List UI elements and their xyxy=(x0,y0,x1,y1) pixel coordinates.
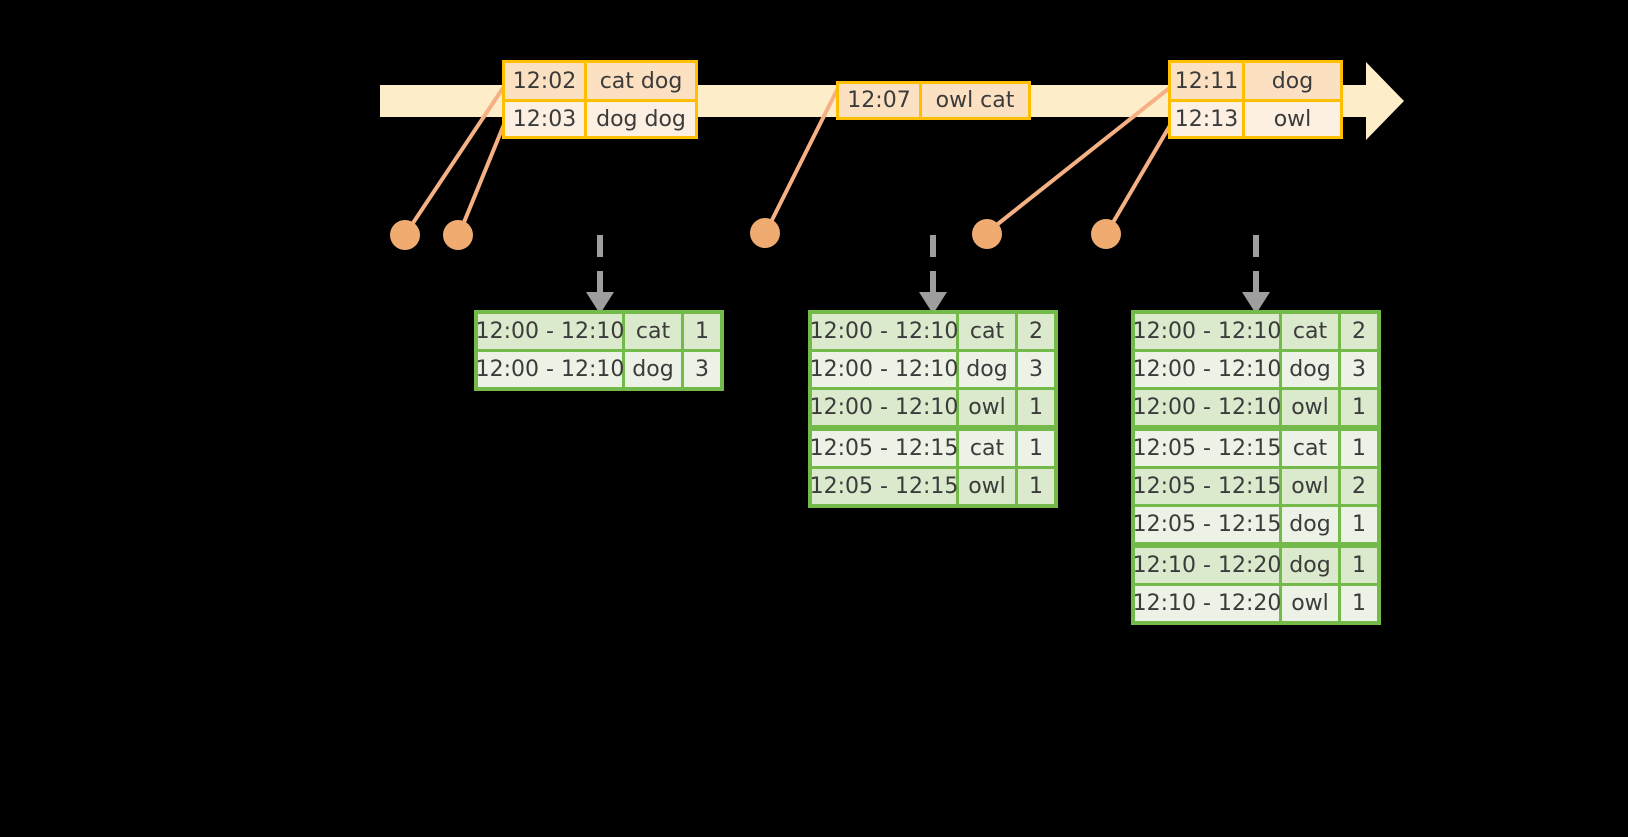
event-row: 12:02 cat dog xyxy=(505,63,695,99)
table-cell-word: owl xyxy=(959,390,1015,425)
table-cell-window: 12:00 - 12:10 xyxy=(810,314,958,349)
event-words: cat dog xyxy=(587,63,695,99)
table-cell-count: 2 xyxy=(1018,314,1054,349)
marker-dot-2 xyxy=(443,220,473,250)
table-cell-count: 1 xyxy=(1341,431,1377,466)
connector-1 xyxy=(405,83,507,234)
event-time: 12:02 xyxy=(505,63,587,99)
table-cell-window: 12:00 - 12:10 xyxy=(476,314,624,349)
table-cell-window: 12:05 - 12:15 xyxy=(810,469,958,504)
event-words: dog dog xyxy=(587,102,695,136)
event-time: 12:13 xyxy=(1171,102,1245,136)
table-cell-word: dog xyxy=(1282,352,1338,387)
table-cell-count: 1 xyxy=(684,314,720,349)
table-cell-word: dog xyxy=(959,352,1015,387)
event-row: 12:07 owl cat xyxy=(839,84,1028,117)
table-cell-window: 12:00 - 12:10 xyxy=(810,352,958,387)
table-cell-word: dog xyxy=(1282,507,1338,542)
connector-5 xyxy=(1106,120,1174,233)
table-cell-count: 2 xyxy=(1341,314,1377,349)
table-cell-window: 12:05 - 12:15 xyxy=(1133,507,1281,542)
event-box-1: 12:02 cat dog 12:03 dog dog xyxy=(502,60,698,139)
table-cell-count: 1 xyxy=(1341,548,1377,583)
table-cell-window: 12:00 - 12:10 xyxy=(1133,352,1281,387)
event-words: dog xyxy=(1245,63,1340,99)
table-cell-window: 12:00 - 12:10 xyxy=(810,390,958,425)
event-row: 12:11 dog xyxy=(1171,63,1340,99)
table-cell-count: 2 xyxy=(1341,469,1377,504)
event-box-3: 12:11 dog 12:13 owl xyxy=(1168,60,1343,139)
table-cell-window: 12:05 - 12:15 xyxy=(1133,431,1281,466)
marker-dot-3 xyxy=(750,218,780,248)
table-cell-window: 12:10 - 12:20 xyxy=(1133,586,1281,621)
marker-dots xyxy=(390,218,1121,250)
table-cell-count: 3 xyxy=(1018,352,1054,387)
table-cell-word: dog xyxy=(1282,548,1338,583)
event-time: 12:11 xyxy=(1171,63,1245,99)
table-cell-count: 3 xyxy=(684,352,720,387)
connector-2 xyxy=(458,120,507,234)
table-cell-window: 12:05 - 12:15 xyxy=(810,431,958,466)
marker-dot-5 xyxy=(1091,219,1121,249)
table-cell-word: cat xyxy=(959,431,1015,466)
event-box-2: 12:07 owl cat xyxy=(836,81,1031,120)
table-cell-word: owl xyxy=(1282,469,1338,504)
table-cell-word: cat xyxy=(1282,314,1338,349)
event-row: 12:13 owl xyxy=(1171,99,1340,136)
connector-3 xyxy=(765,86,840,232)
table-cell-window: 12:10 - 12:20 xyxy=(1133,548,1281,583)
table-cell-word: cat xyxy=(625,314,681,349)
table-cell-count: 1 xyxy=(1341,586,1377,621)
table-cell-count: 1 xyxy=(1341,390,1377,425)
table-cell-word: owl xyxy=(1282,390,1338,425)
event-words: owl cat xyxy=(922,84,1028,117)
table-cell-count: 1 xyxy=(1341,507,1377,542)
marker-dot-4 xyxy=(972,219,1002,249)
table-cell-count: 1 xyxy=(1018,469,1054,504)
marker-dot-1 xyxy=(390,220,420,250)
table-cell-word: owl xyxy=(959,469,1015,504)
event-row: 12:03 dog dog xyxy=(505,99,695,136)
event-time: 12:07 xyxy=(839,84,922,117)
event-words: owl xyxy=(1245,102,1340,136)
table-cell-window: 12:00 - 12:10 xyxy=(476,352,624,387)
table-cell-window: 12:00 - 12:10 xyxy=(1133,390,1281,425)
table-cell-word: cat xyxy=(959,314,1015,349)
table-cell-count: 3 xyxy=(1341,352,1377,387)
table-cell-word: dog xyxy=(625,352,681,387)
table-cell-window: 12:00 - 12:10 xyxy=(1133,314,1281,349)
table-cell-window: 12:05 - 12:15 xyxy=(1133,469,1281,504)
table-cell-count: 1 xyxy=(1018,431,1054,466)
event-time: 12:03 xyxy=(505,102,587,136)
table-cell-word: owl xyxy=(1282,586,1338,621)
emit-arrows xyxy=(586,235,1270,314)
table-cell-word: cat xyxy=(1282,431,1338,466)
table-cell-count: 1 xyxy=(1018,390,1054,425)
